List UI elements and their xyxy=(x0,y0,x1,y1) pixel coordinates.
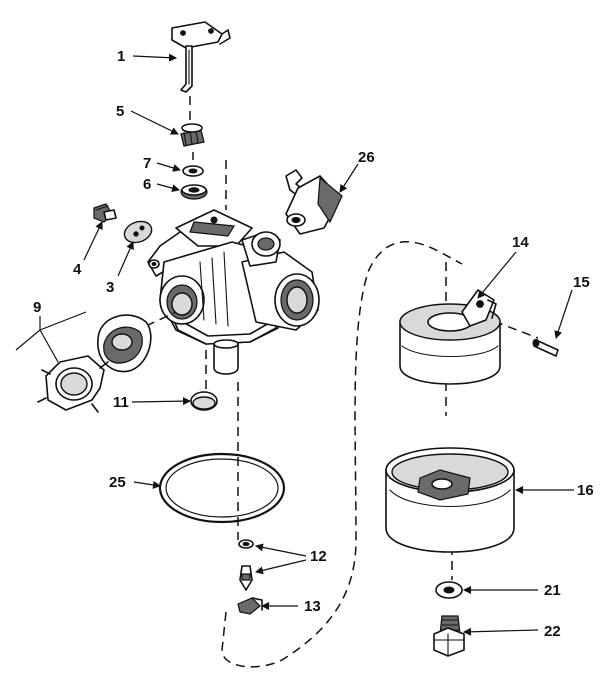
leader-3 xyxy=(117,241,134,277)
part-13-clip xyxy=(237,597,263,615)
label-part-3: 3 xyxy=(106,279,114,296)
leader-12b xyxy=(255,559,307,575)
label-part-12: 12 xyxy=(310,548,327,565)
part-11-plug xyxy=(190,391,218,411)
leader-9 xyxy=(15,311,87,363)
part-12-needle-seat xyxy=(238,539,254,591)
label-part-5: 5 xyxy=(116,103,124,120)
label-part-13: 13 xyxy=(304,598,321,615)
leader-11 xyxy=(131,397,191,406)
part-3-throttle-plate xyxy=(123,220,153,244)
label-part-7: 7 xyxy=(143,155,151,172)
carburetor-body xyxy=(147,209,320,375)
part-9-primer-assembly xyxy=(37,314,152,413)
assembly-line-pin xyxy=(479,315,539,339)
label-part-26: 26 xyxy=(358,149,375,166)
label-part-15: 15 xyxy=(573,274,590,291)
part-16-float-bowl xyxy=(385,447,515,553)
assembly-loop-fuel-path xyxy=(221,241,463,668)
leader-7 xyxy=(156,162,181,172)
part-15-hinge-pin xyxy=(532,338,559,357)
leader-26 xyxy=(339,163,359,193)
part-1-throttle-shaft xyxy=(171,21,231,93)
leader-25 xyxy=(133,480,161,489)
part-14-float xyxy=(399,289,501,385)
assembly-line-choke xyxy=(145,311,177,327)
label-part-25: 25 xyxy=(109,474,126,491)
label-part-6: 6 xyxy=(143,176,151,193)
label-part-1: 1 xyxy=(117,48,125,65)
leader-lines xyxy=(15,53,574,636)
label-part-9: 9 xyxy=(33,299,41,316)
part-26-fuel-inlet xyxy=(285,169,343,235)
part-25-gasket xyxy=(158,452,286,524)
part-labels: 1 5 7 6 26 4 3 9 14 15 11 25 16 12 13 21… xyxy=(33,48,594,640)
label-part-14: 14 xyxy=(512,234,529,251)
leader-15 xyxy=(554,289,573,339)
leader-14 xyxy=(477,251,517,299)
label-part-4: 4 xyxy=(73,261,82,278)
part-21-washer xyxy=(435,581,463,599)
label-part-11: 11 xyxy=(113,394,129,411)
part-5-spring xyxy=(180,123,205,147)
label-part-21: 21 xyxy=(544,582,561,599)
leader-1 xyxy=(132,53,177,62)
part-6-seal xyxy=(180,184,208,200)
label-part-16: 16 xyxy=(577,482,594,499)
label-part-22: 22 xyxy=(544,623,561,640)
leader-22 xyxy=(463,627,539,636)
leader-12a xyxy=(255,543,307,557)
leader-5 xyxy=(130,110,179,135)
leader-4 xyxy=(83,221,103,261)
part-7-washer xyxy=(182,165,204,177)
leader-6 xyxy=(156,183,180,193)
part-4-screw xyxy=(93,203,117,223)
part-22-bowl-nut xyxy=(433,615,465,657)
